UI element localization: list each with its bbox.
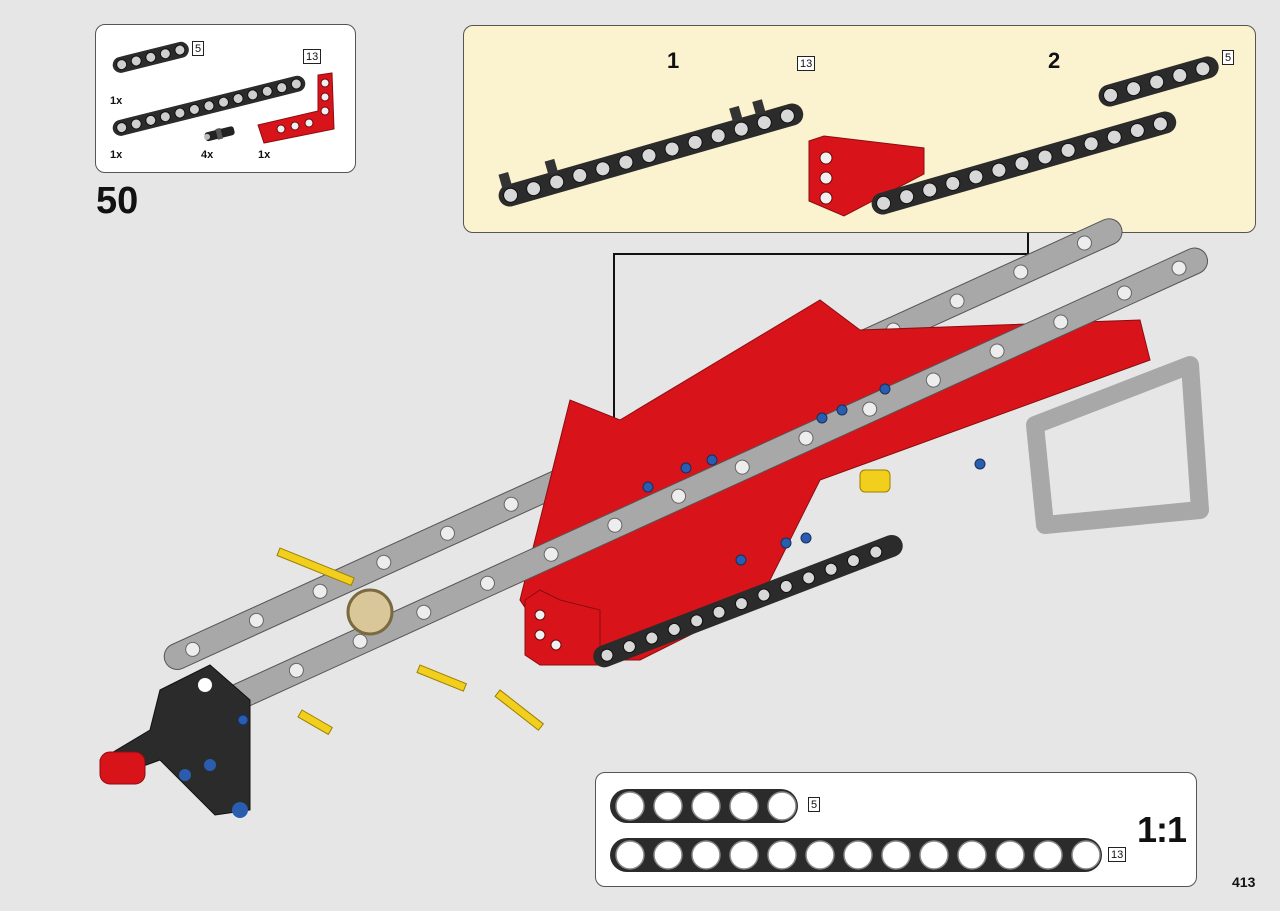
attached-black-beam — [593, 534, 903, 668]
blue-pins — [237, 383, 986, 726]
scale-reference-panel: 5 13 1:1 — [595, 772, 1197, 887]
page-number: 413 — [1232, 874, 1256, 890]
black-beam-5-image — [112, 41, 189, 73]
parts-illustration — [112, 41, 335, 144]
front-hitch — [99, 664, 251, 818]
red-angled-beam-image — [257, 72, 335, 144]
gray-square-frame — [1026, 356, 1209, 534]
qty-axle-pin: 4x — [201, 149, 214, 161]
scale-length-box-5: 5 — [808, 797, 821, 812]
scale-beams — [610, 789, 1102, 872]
substep-2-beam-5-image — [1098, 56, 1219, 107]
callout-illustration — [498, 56, 1219, 217]
scale-beam-5 — [610, 789, 798, 823]
substep-2-red-beam-image — [808, 135, 925, 217]
substep-1-label: 1 — [667, 48, 680, 73]
scale-beam-13 — [610, 838, 1102, 872]
parts-list-panel: 1x 5 1x 13 4x 1x — [95, 24, 356, 173]
substep-2-beam-13-image — [871, 111, 1177, 215]
step-number: 50 — [96, 180, 139, 222]
scale-length-box-13: 13 — [1108, 847, 1127, 862]
red-center-structure — [519, 299, 1151, 661]
qty-red-angled-beam: 1x — [258, 149, 271, 161]
substep-2-length-box: 5 — [1222, 50, 1235, 65]
qty-black-beam-13: 1x — [110, 149, 123, 161]
subassembly-callout: 1 13 2 5 — [463, 25, 1256, 233]
chassis-assembly — [99, 218, 1209, 818]
length-box-5: 5 — [192, 41, 205, 56]
substep-1-length-box: 13 — [797, 56, 816, 71]
axle-pin-image — [204, 126, 235, 142]
differential-gear — [346, 588, 394, 636]
gray-frame-beam-front — [203, 247, 1209, 720]
black-beam-13-image — [112, 75, 306, 136]
yellow-axles — [276, 469, 891, 736]
attached-red-part — [524, 589, 601, 666]
scale-label: 1:1 — [1136, 809, 1187, 850]
substep-1-beam-image — [498, 99, 804, 207]
qty-black-beam-5: 1x — [110, 95, 123, 107]
substep-2-label: 2 — [1048, 48, 1061, 73]
length-box-13: 13 — [303, 49, 322, 64]
